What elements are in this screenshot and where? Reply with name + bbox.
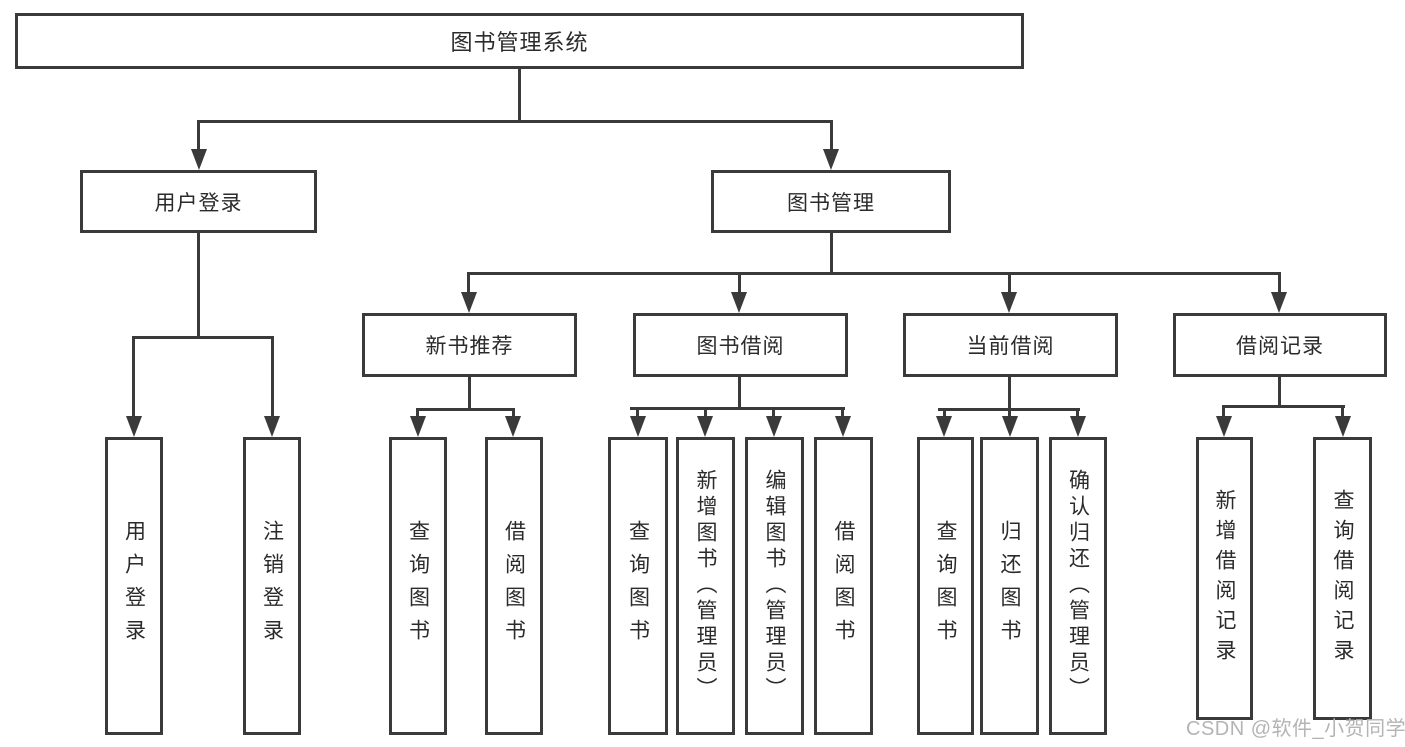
node-book-borrow: 图书借阅 (633, 313, 848, 377)
arrowhead-to-leaf-nbr-query (410, 416, 426, 437)
leaf-bb-add-book-label: 新增图书（管理员） (694, 469, 717, 703)
connector-to-leaf-br-add-stem (1222, 405, 1225, 418)
connector-to-leaf-bb-edit-stem (772, 407, 775, 418)
connector-borrow-record-stem (1278, 377, 1281, 405)
connector-to-new-book-rec-stem (467, 272, 470, 294)
arrowhead-to-leaf-logout (264, 416, 280, 437)
connector-user-login-rail (132, 336, 274, 339)
node-book-borrow-label: 图书借阅 (696, 335, 785, 358)
connector-to-leaf-logout-stem (271, 336, 274, 418)
leaf-logout: 注销登录 (243, 437, 301, 735)
arrowhead-to-leaf-cb-return (1002, 416, 1018, 437)
node-user-login: 用户登录 (80, 170, 317, 233)
leaf-bb-edit-book: 编辑图书（管理员） (745, 437, 804, 735)
node-book-mgmt-label: 图书管理 (787, 191, 875, 215)
leaf-nbr-query-book-label: 查询图书 (406, 520, 430, 652)
node-borrow-record: 借阅记录 (1173, 313, 1387, 377)
leaf-cb-return-book: 归还图书 (980, 437, 1039, 735)
connector-book-mgmt-rail (467, 272, 1281, 275)
leaf-bb-borrow-book-label: 借阅图书 (832, 520, 855, 652)
connector-to-leaf-br-query-stem (1341, 405, 1344, 418)
arrowhead-to-leaf-bb-query (630, 416, 646, 437)
connector-to-book-borrow-stem (738, 272, 741, 294)
connector-to-leaf-bb-add-stem (704, 407, 707, 418)
leaf-bb-add-book: 新增图书（管理员） (676, 437, 735, 735)
node-current-borrow-label: 当前借阅 (966, 335, 1055, 358)
node-book-mgmt: 图书管理 (711, 170, 951, 233)
connector-new-book-rec-rail (416, 408, 515, 411)
connector-current-borrow-stem (1008, 377, 1011, 408)
connector-book-mgmt-stem (830, 233, 833, 272)
arrowhead-to-borrow-record (1271, 292, 1287, 313)
arrowhead-to-leaf-br-query (1335, 416, 1351, 437)
arrowhead-to-leaf-cb-query (936, 416, 952, 437)
arrowhead-to-new-book-rec (461, 292, 477, 313)
arrowhead-to-user-login (191, 149, 207, 170)
leaf-br-add-record: 新增借阅记录 (1196, 437, 1253, 720)
leaf-nbr-query-book: 查询图书 (389, 437, 447, 735)
arrowhead-to-leaf-bb-add (697, 416, 713, 437)
connector-to-user-login-stem (197, 120, 200, 151)
connector-root-rail (197, 120, 833, 123)
arrowhead-to-book-mgmt (823, 149, 839, 170)
leaf-br-query-record: 查询借阅记录 (1313, 437, 1372, 720)
node-new-book-rec-label: 新书推荐 (425, 335, 514, 358)
connector-root-stem (518, 69, 521, 120)
leaf-bb-query-book-label: 查询图书 (626, 520, 650, 652)
node-root-label: 图书管理系统 (450, 30, 589, 55)
leaf-nbr-borrow-book: 借阅图书 (485, 437, 543, 735)
node-root: 图书管理系统 (15, 13, 1024, 69)
connector-to-current-borrow-stem (1008, 272, 1011, 294)
connector-to-leaf-cb-confirm-stem (1076, 408, 1079, 418)
connector-to-leaf-nbr-borrow-stem (512, 408, 515, 418)
node-current-borrow: 当前借阅 (903, 313, 1118, 377)
connector-to-leaf-cb-return-stem (1008, 408, 1011, 418)
leaf-user-login: 用户登录 (105, 437, 163, 735)
arrowhead-to-leaf-br-add (1216, 416, 1232, 437)
arrowhead-to-current-borrow (1001, 292, 1017, 313)
arrowhead-to-leaf-nbr-borrow (505, 416, 521, 437)
leaf-br-add-record-label: 新增借阅记录 (1213, 488, 1236, 669)
leaf-bb-borrow-book: 借阅图书 (814, 437, 873, 735)
leaf-bb-query-book: 查询图书 (608, 437, 668, 735)
leaf-cb-query-book: 查询图书 (917, 437, 974, 735)
arrowhead-to-book-borrow (731, 292, 747, 313)
connector-to-leaf-cb-query-stem (943, 408, 946, 418)
connector-borrow-record-rail (1222, 405, 1345, 408)
leaf-nbr-borrow-book-label: 借阅图书 (502, 520, 526, 652)
connector-book-borrow-stem (738, 377, 741, 407)
leaf-cb-confirm-return: 确认归还（管理员） (1049, 437, 1107, 735)
connector-to-book-mgmt-stem (830, 120, 833, 151)
leaf-bb-edit-book-label: 编辑图书（管理员） (763, 469, 786, 703)
connector-to-leaf-bb-query-stem (636, 407, 639, 418)
leaf-user-login-label: 用户登录 (122, 520, 146, 652)
connector-book-borrow-rail (630, 407, 845, 410)
connector-to-borrow-record-stem (1278, 272, 1281, 294)
node-new-book-rec: 新书推荐 (362, 313, 577, 377)
leaf-cb-return-book-label: 归还图书 (998, 520, 1021, 652)
arrowhead-to-leaf-cb-confirm (1070, 416, 1086, 437)
node-user-login-label: 用户登录 (154, 191, 243, 215)
connector-to-leaf-nbr-query-stem (416, 408, 419, 418)
arrowhead-to-leaf-login (126, 416, 142, 437)
leaf-cb-query-book-label: 查询图书 (934, 520, 957, 652)
leaf-logout-label: 注销登录 (260, 520, 284, 652)
leaf-br-query-record-label: 查询借阅记录 (1331, 488, 1354, 669)
arrowhead-to-leaf-bb-edit (766, 416, 782, 437)
arrowhead-to-leaf-bb-borrow (835, 416, 851, 437)
leaf-cb-confirm-return-label: 确认归还（管理员） (1066, 469, 1090, 703)
connector-new-book-rec-stem (468, 377, 471, 408)
connector-to-leaf-login-stem (132, 336, 135, 418)
node-borrow-record-label: 借阅记录 (1236, 335, 1324, 358)
connector-to-leaf-bb-borrow-stem (841, 407, 844, 418)
connector-user-login-stem (197, 233, 200, 336)
csdn-watermark: CSDN @软件_小贺同学 (1186, 718, 1405, 740)
